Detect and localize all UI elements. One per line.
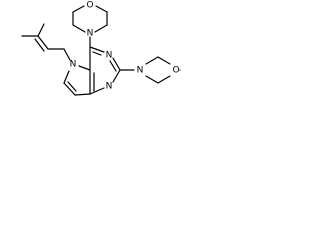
bond [95,5,108,13]
bond [157,56,171,65]
bond [63,48,71,61]
bond [157,75,171,84]
bond [94,24,108,33]
oxygen-label-right: O [172,66,179,76]
bond [37,35,49,50]
nitrogen-label-pyrimidine-upper: N [106,51,113,61]
pyrimidine-ring [89,46,121,95]
bond [63,82,76,96]
bond [37,23,45,37]
bond [63,70,70,84]
bond [72,5,85,13]
nitrogen-label-top: N [87,29,94,39]
bond [112,57,121,71]
prenyl-chain [21,23,71,61]
molecule-structure: O N N N N N O [21,1,181,96]
nitrogen-label-pyrrole: N [70,60,77,70]
bond [112,69,121,83]
bond [89,87,105,95]
oxygen-label-top: O [86,1,93,11]
bond [72,24,86,33]
morpholine-right-ring [145,56,181,84]
bond [145,75,159,84]
bond [74,93,91,96]
bond [145,56,159,65]
bond [67,81,77,92]
bond [34,38,45,52]
pyrrole-ring [63,65,91,96]
bond [109,60,117,72]
morpholine-top-ring [72,5,108,33]
nitrogen-label-pyrimidine-lower: N [106,82,113,92]
nitrogen-label-right: N [137,66,144,76]
bond [89,46,105,53]
atom-labels: O N N N N N O [70,1,180,92]
bond [92,51,102,56]
bond [78,65,91,71]
structure-canvas: O N N N N N O [0,0,190,109]
